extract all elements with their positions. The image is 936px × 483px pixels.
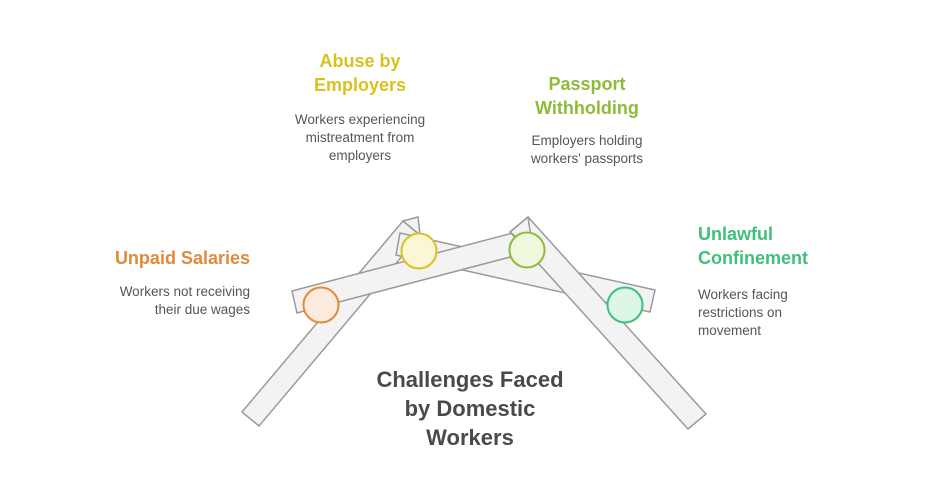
circle-passport bbox=[508, 231, 546, 269]
description-abuse: Workers experiencing mistreatment from e… bbox=[270, 111, 450, 165]
description-abuse-line-3: employers bbox=[328, 148, 392, 163]
description-abuse-line-2: mistreatment from bbox=[305, 130, 415, 145]
description-passport-line-1: Employers holding bbox=[531, 133, 643, 148]
description-unlawful-line-2: restrictions on bbox=[698, 305, 783, 320]
diagram-title-line-3: Workers bbox=[426, 425, 514, 450]
heading-passport-line-2: Withholding bbox=[535, 98, 639, 118]
bar-tip-left bbox=[401, 216, 421, 237]
heading-abuse-line-2: Employers bbox=[313, 75, 407, 95]
heading-passport: Passport Withholding bbox=[497, 72, 677, 120]
description-unlawful: Workers facing restrictions on movement bbox=[698, 286, 898, 340]
description-unlawful-line-1: Workers facing bbox=[698, 287, 788, 302]
heading-passport-line-1: Passport bbox=[548, 74, 626, 94]
heading-unlawful-line-2: Confinement bbox=[698, 248, 808, 268]
circle-unlawful bbox=[606, 286, 644, 324]
description-unpaid-line-1: Workers not receiving bbox=[119, 284, 250, 299]
diagram-title-line-1: Challenges Faced bbox=[376, 367, 564, 392]
heading-abuse: Abuse by Employers bbox=[270, 49, 450, 97]
heading-unlawful: Unlawful Confinement bbox=[698, 222, 898, 270]
diagram-title-line-2: by Domestic bbox=[404, 396, 536, 421]
description-unpaid-line-2: their due wages bbox=[154, 302, 250, 317]
heading-unlawful-line-1: Unlawful bbox=[698, 224, 773, 244]
description-abuse-line-1: Workers experiencing bbox=[294, 112, 426, 127]
heading-abuse-line-1: Abuse by bbox=[319, 51, 401, 71]
diagram-title: Challenges Faced by Domestic Workers bbox=[330, 365, 610, 452]
circle-unpaid bbox=[302, 286, 340, 324]
description-unlawful-line-3: movement bbox=[698, 323, 762, 338]
description-unpaid: Workers not receiving their due wages bbox=[60, 283, 250, 319]
description-passport-line-2: workers' passports bbox=[530, 151, 644, 166]
heading-unpaid-line-1: Unpaid Salaries bbox=[114, 248, 250, 268]
heading-unpaid: Unpaid Salaries bbox=[60, 246, 250, 270]
description-passport: Employers holding workers' passports bbox=[497, 132, 677, 168]
circle-abuse bbox=[400, 232, 438, 270]
